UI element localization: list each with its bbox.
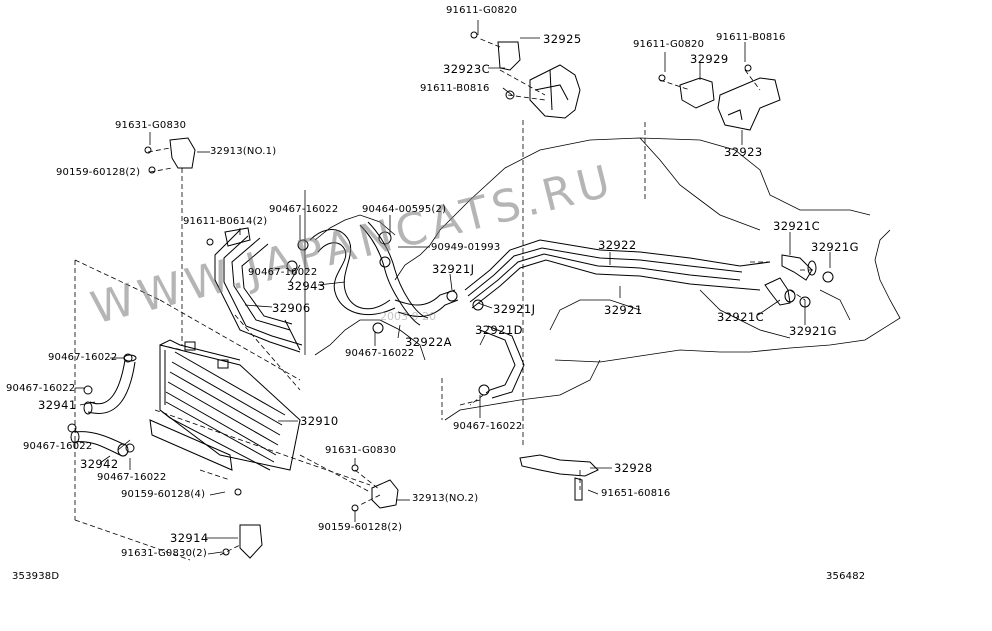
label-32941: 32941	[38, 398, 77, 412]
label-32906: 32906	[272, 301, 311, 315]
label-32921: 32921	[604, 303, 643, 317]
label-32921c-bot: 32921C	[717, 310, 765, 324]
label-91611-g0820-right: 91611-G0820	[633, 39, 705, 50]
label-32921g-top: 32921G	[811, 240, 859, 254]
label-91611-b0816-mid: 91611-B0816	[420, 83, 490, 94]
bracket-32928	[519, 454, 599, 501]
bracket-32925	[470, 31, 581, 119]
pipe-32906	[214, 229, 303, 353]
connector-32921C-top	[781, 254, 834, 283]
label-90467-16022-g: 90467-16022	[23, 441, 93, 452]
bracket-32913-no2	[351, 464, 399, 512]
bracket-91611-B0614	[206, 227, 251, 247]
watermark-subtext: 2003 0 20	[380, 310, 436, 323]
label-90159-60128-2-top: 90159-60128(2)	[56, 167, 141, 178]
label-32923: 32923	[724, 145, 763, 159]
hose-32922A	[394, 289, 459, 317]
footer-left-code: 353938D	[12, 571, 60, 582]
label-91651-60816: 91651-60816	[601, 488, 671, 499]
label-32922a: 32922A	[405, 335, 452, 349]
oil-cooler-32910	[149, 339, 301, 471]
label-32923c: 32923C	[443, 62, 491, 76]
label-32943: 32943	[287, 279, 326, 293]
label-90159-60128-4: 90159-60128(4)	[121, 489, 206, 500]
label-32928: 32928	[614, 461, 653, 475]
label-91631-g0830-top: 91631-G0830	[115, 120, 187, 131]
label-91611-g0820-top: 91611-G0820	[446, 5, 518, 16]
label-32925: 32925	[543, 32, 582, 46]
label-90467-16022-f: 90467-16022	[6, 383, 76, 394]
label-32921g-bot: 32921G	[789, 324, 837, 338]
label-91611-b0816-right: 91611-B0816	[716, 32, 786, 43]
bracket-32929	[658, 64, 781, 131]
label-91631-g0830-2: 91631-G0830(2)	[121, 548, 207, 559]
label-32910: 32910	[300, 414, 339, 428]
label-90467-16022-b: 90467-16022	[248, 267, 318, 278]
label-90159-60128-2-bot: 90159-60128(2)	[318, 522, 403, 533]
label-32922: 32922	[598, 238, 637, 252]
label-32914: 32914	[170, 531, 209, 545]
leader-lines	[75, 20, 831, 555]
label-90467-16022-d: 90467-16022	[453, 421, 523, 432]
label-90467-16022-h: 90467-16022	[97, 472, 167, 483]
label-32913-no1: 32913(NO.1)	[210, 146, 277, 157]
engine-outline	[304, 137, 901, 421]
label-90467-16022-a: 90467-16022	[269, 204, 339, 215]
label-90467-16022-e: 90467-16022	[48, 352, 118, 363]
label-91631-g0830-mid: 91631-G0830	[325, 445, 397, 456]
label-32929: 32929	[690, 52, 729, 66]
label-32921j-a: 32921J	[432, 262, 475, 276]
label-90467-16022-c: 90467-16022	[345, 348, 415, 359]
label-32913-no2: 32913(NO.2)	[412, 493, 479, 504]
pipes-32921-32922	[464, 239, 771, 399]
connector-32921C-bot	[764, 277, 811, 308]
label-90464-00595: 90464-00595(2)	[362, 204, 447, 215]
label-91611-b0614: 91611-B0614(2)	[183, 216, 268, 227]
footer-right-code: 356482	[826, 571, 866, 582]
label-32921c-top: 32921C	[773, 219, 821, 233]
label-32942: 32942	[80, 457, 119, 471]
bracket-32914	[222, 488, 263, 559]
label-32921d: 32921D	[475, 323, 523, 337]
label-90949-01993: 90949-01993	[431, 242, 501, 253]
hose-clamps	[67, 231, 490, 453]
label-32921j-b: 32921J	[493, 302, 536, 316]
bracket-32913-no1	[144, 137, 196, 174]
